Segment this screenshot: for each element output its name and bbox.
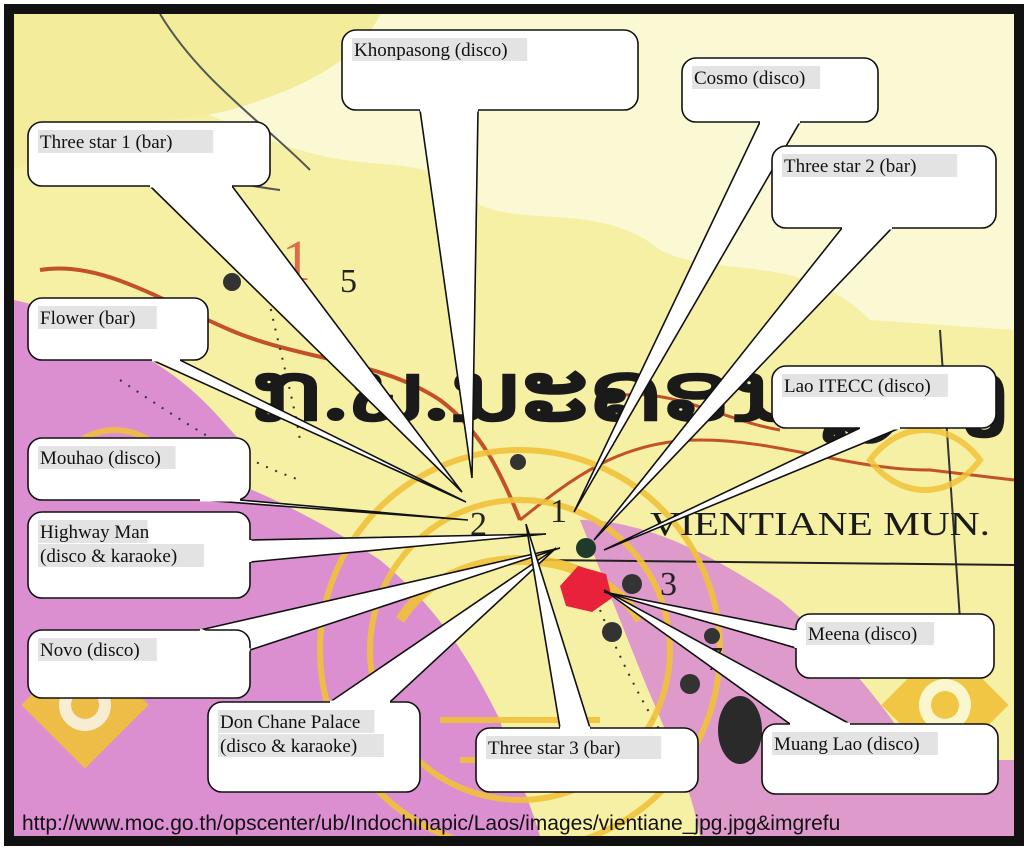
callout-label: (disco & karaoke): [220, 736, 357, 757]
callout-label-bg: [38, 130, 214, 153]
callout-three-star-3: Three star 3 (bar): [475, 523, 699, 793]
callout-label-bg: [38, 544, 204, 567]
place-label: VIENTIANE MUN.: [650, 506, 990, 543]
callout-cosmo: Cosmo (disco): [573, 57, 879, 513]
district-number: 1: [550, 493, 567, 530]
city-center: [560, 566, 612, 612]
callout-label-bg: [352, 38, 528, 61]
callout-label: Three star 2 (bar): [784, 156, 916, 177]
dark-patch: [718, 696, 762, 764]
callout-three-star-2: Three star 2 (bar): [593, 145, 997, 541]
callout-muang-lao: Muang Lao (disco): [603, 589, 999, 795]
callout-label-bg: [38, 306, 157, 329]
callout-label-bg: [782, 154, 958, 177]
callout-meena: Meena (disco): [603, 591, 995, 679]
callout-flower: Flower (bar): [27, 297, 467, 503]
callout-label-bg: [486, 736, 662, 759]
callout-layer: Khonpasong (disco) Cosmo (disco) Three sta…: [27, 29, 999, 795]
callout-label-bg: [218, 734, 384, 757]
callout-label: Flower (bar): [40, 308, 136, 329]
callout-label: Novo (disco): [40, 640, 140, 661]
source-url[interactable]: http://www.moc.go.th/opscenter/ub/Indoch…: [22, 812, 840, 835]
callout-label-bg: [772, 732, 938, 755]
callout-label-bg: [38, 446, 176, 469]
callout-label: Mouhao (disco): [40, 448, 161, 469]
callout-label: Meena (disco): [808, 624, 917, 645]
callout-label: Don Chane Palace: [220, 712, 360, 733]
town-dots: [223, 273, 720, 694]
callout-label: Highway Man: [40, 522, 150, 543]
callout-don-chane-palace: Don Chane Palace (disco & karaoke): [207, 547, 557, 793]
callout-label-bg: [692, 66, 821, 89]
callout-label: (disco & karaoke): [40, 546, 177, 567]
callout-label-bg: [782, 374, 948, 397]
callout-label: Lao ITECC (disco): [784, 376, 931, 397]
callout-label-bg: [38, 520, 148, 543]
callout-three-star-1: Three star 1 (bar): [27, 121, 463, 493]
district-number: 3: [660, 566, 677, 603]
callout-label-bg: [218, 710, 375, 733]
district-number: 5: [340, 263, 357, 300]
callout-label-bg: [806, 622, 935, 645]
district-number: 2: [470, 506, 487, 543]
callout-highway-man: Highway Man (disco & karaoke): [27, 511, 547, 599]
callout-label-bg: [38, 638, 157, 661]
callout-label: Muang Lao (disco): [774, 734, 920, 755]
callout-khonpasong: Khonpasong (disco): [341, 29, 639, 479]
callout-label: Three star 1 (bar): [40, 132, 172, 153]
callout-lao-itecc: Lao ITECC (disco): [603, 365, 997, 551]
callout-label: Khonpasong (disco): [354, 40, 508, 61]
callout-label: Cosmo (disco): [694, 68, 805, 89]
callout-label: Three star 3 (bar): [488, 738, 620, 759]
callout-mouhao: Mouhao (disco): [27, 437, 469, 521]
callout-novo: Novo (disco): [27, 547, 561, 699]
